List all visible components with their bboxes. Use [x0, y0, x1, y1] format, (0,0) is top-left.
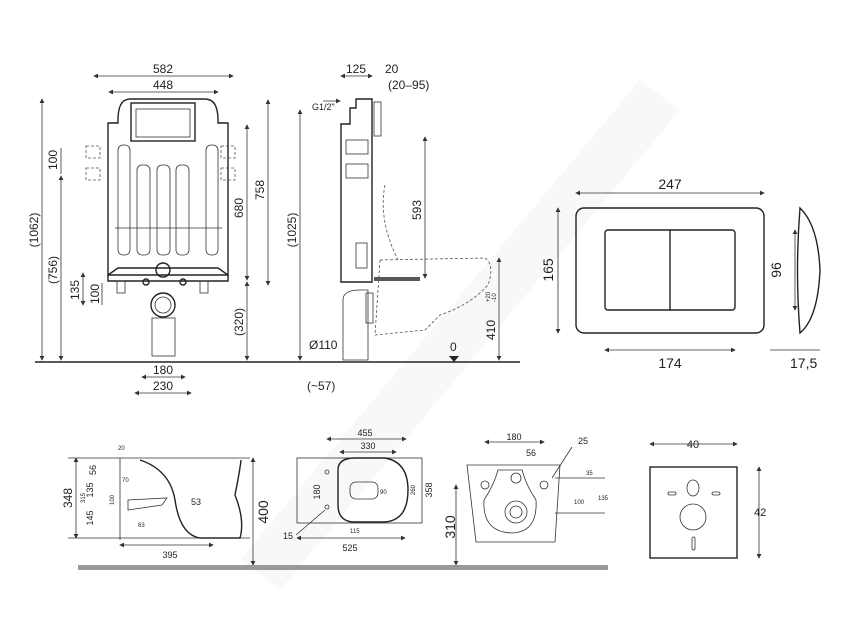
dim-230: 230: [153, 379, 173, 393]
dim-63: 63: [138, 523, 145, 529]
dim-1062: (1062): [27, 213, 41, 248]
dim-582: 582: [153, 62, 173, 76]
frame-outline: [107, 98, 229, 276]
watermark: [240, 80, 680, 590]
dim-180: 180: [153, 363, 173, 377]
dim-20: 20: [118, 446, 125, 452]
dim-135: 135: [598, 496, 609, 502]
dim-53: 53: [191, 497, 201, 507]
dim-400: 400: [255, 500, 271, 524]
toilet-back-view: 180 25 56 35 100 135 310: [442, 432, 609, 566]
dim-165: 165: [540, 258, 556, 282]
dim-310: 310: [442, 515, 458, 539]
dim-455: 455: [357, 428, 372, 438]
dim-410: 410: [484, 320, 498, 340]
dim-57: (~57): [307, 379, 335, 393]
frame-front-view: 582 448 (1062) (756) 100 135 100 680 758…: [27, 62, 520, 396]
dim-135: 135: [85, 482, 95, 497]
dim-758: 758: [253, 180, 267, 200]
dim-96: 96: [768, 262, 784, 278]
dim-1025: (1025): [285, 213, 299, 248]
dim-315: 315: [81, 492, 87, 503]
dim-100: 100: [110, 494, 116, 505]
dim-115: 115: [350, 529, 360, 535]
dim-20-95: (20–95): [388, 78, 429, 92]
dim-100-bottom: 100: [88, 284, 102, 304]
dim-180: 180: [506, 432, 521, 442]
dim-90: 90: [380, 490, 387, 496]
dim-756: (756): [46, 256, 60, 284]
drain-pipe: [150, 292, 176, 318]
dim-247: 247: [658, 176, 682, 192]
dim-20: 20: [385, 62, 399, 76]
dim-40: 40: [687, 439, 699, 451]
dim-56: 56: [526, 448, 536, 458]
dim-593: 593: [410, 200, 424, 220]
dim-42: 42: [754, 507, 766, 519]
dim-410-tol-plus: +20: [486, 291, 492, 302]
dim-330: 330: [360, 441, 375, 451]
frame-side-view: G1/2" 125 20 (20–95) (1025) 593 410 +20 …: [285, 62, 502, 393]
dim-35: 35: [586, 471, 593, 477]
dim-174: 174: [658, 355, 682, 371]
dim-15: 15: [283, 531, 293, 541]
dim-56: 56: [88, 465, 98, 475]
dim-680: 680: [232, 198, 246, 218]
flush-box: [130, 102, 196, 142]
dim-358: 358: [424, 482, 434, 497]
dim-125: 125: [346, 62, 366, 76]
dim-100-top: 100: [46, 150, 60, 170]
dim-dia110: Ø110: [309, 338, 338, 352]
dim-448: 448: [153, 78, 173, 92]
sound-insulation-gasket: 40 42: [649, 439, 766, 559]
dim-135: 135: [68, 280, 82, 300]
flush-plate: 247 165 96 174 17,5: [540, 176, 821, 371]
dim-348: 348: [61, 488, 75, 508]
toilet-side-view: 348 315 56 135 145 100 20 70 63 53 395 4…: [61, 446, 608, 570]
dim-320: (320): [232, 308, 246, 336]
floor-bar: [78, 565, 608, 570]
dim-100: 100: [574, 500, 585, 506]
dim-260: 260: [411, 484, 417, 495]
dim-395: 395: [162, 550, 177, 560]
dim-25: 25: [578, 436, 588, 446]
dim-410-tol-minus: -10: [492, 293, 498, 302]
label-g12-inlet: G1/2": [312, 102, 335, 112]
dim-525: 525: [342, 543, 357, 553]
dim-70: 70: [122, 478, 129, 484]
toilet-top-view: 455 330 180 90 260 358 15 115 525: [283, 428, 434, 553]
dim-145: 145: [85, 510, 95, 525]
dim-17-5: 17,5: [790, 355, 817, 371]
dim-180: 180: [312, 484, 322, 499]
floor-level-zero: 0: [450, 340, 457, 354]
